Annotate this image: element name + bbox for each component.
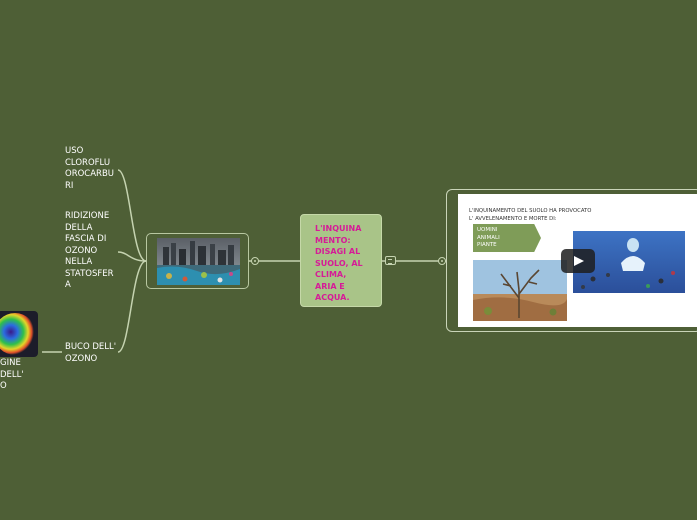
collapse-toggle-slide[interactable] [438,257,446,265]
ozone-globe-icon [0,313,36,355]
branch-ozone-hole[interactable]: BUCO DELL' OZONO [65,342,117,364]
branch-ozone-reduction[interactable]: RIDIZIONE DELLA FASCIA DI OZONO NELLA ST… [65,211,114,290]
dead-tree-image [473,260,567,321]
slide-list-box: UOMINI ANIMALI PIANTE [473,224,541,252]
ozone-hole-image[interactable] [0,311,38,357]
play-icon[interactable] [561,249,595,273]
collapse-toggle-image[interactable] [251,257,259,265]
central-topic[interactable]: L'INQUINA MENTO: DISAGI AL SUOLO, AL CLI… [300,214,382,307]
connector-branch-3 [117,260,147,353]
central-topic-menu-icon[interactable] [385,256,396,265]
branch-cfc-usage[interactable]: USO CLOROFLU OROCARBU RI [65,146,114,191]
slide-title: L'INQUINAMENTO DEL SUOLO HA PROVOCATO L'… [469,208,592,222]
image-card-node[interactable] [146,233,249,289]
polluted-city-image [157,238,240,285]
slide-content: L'INQUINAMENTO DEL SUOLO HA PROVOCATO L'… [458,194,697,327]
central-topic-label: L'INQUINA MENTO: DISAGI AL SUOLO, AL CLI… [315,224,363,302]
slide-list: UOMINI ANIMALI PIANTE [477,227,500,248]
connector-branch-2 [117,251,147,262]
presentation-slide-node[interactable]: L'INQUINAMENTO DEL SUOLO HA PROVOCATO L'… [446,189,697,332]
partial-node-label[interactable]: GINE DELL' O [0,358,24,391]
connector-branch-1 [117,169,147,262]
